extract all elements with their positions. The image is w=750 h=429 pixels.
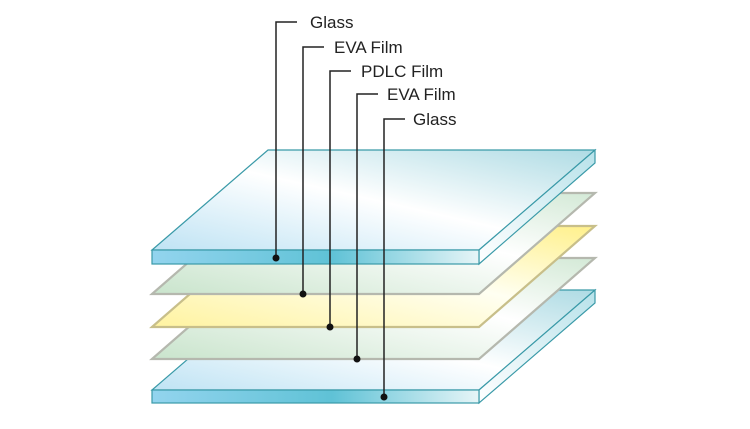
- label-pdlc-film: PDLC Film: [361, 62, 443, 81]
- leader-dot: [299, 290, 307, 298]
- label-glass-bottom: Glass: [413, 110, 456, 129]
- label-eva-film-bottom: EVA Film: [387, 85, 456, 104]
- leader-glass-bottom: [380, 118, 405, 401]
- leader-pdlc-film: [326, 70, 351, 331]
- label-glass-top: Glass: [310, 13, 353, 32]
- leader-eva-film-bottom: [353, 93, 378, 363]
- label-eva-film-top: EVA Film: [334, 38, 403, 57]
- leader-dot: [353, 355, 361, 363]
- leader-eva-film-top: [299, 46, 324, 298]
- leader-dot: [380, 393, 388, 401]
- layer-glass-top: [150, 148, 597, 266]
- leader-dot: [326, 323, 334, 331]
- leader-glass-top: [272, 21, 297, 262]
- leader-dot: [272, 254, 280, 262]
